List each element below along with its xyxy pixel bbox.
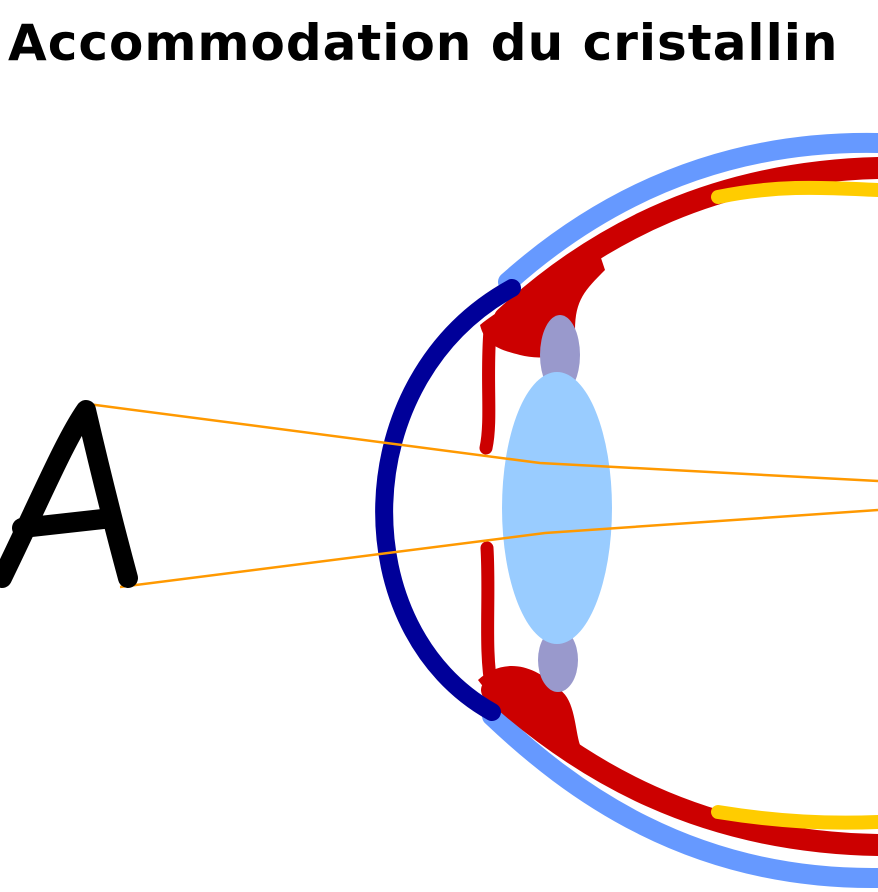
sclera: [482, 132, 878, 889]
crystalline-lens: [502, 372, 612, 644]
diagram-title: Accommodation du cristallin: [8, 14, 838, 72]
object-letter-a: [0, 400, 138, 588]
ray-top: [87, 402, 878, 483]
retina: [711, 180, 878, 830]
light-rays: [87, 402, 878, 589]
iris: [479, 323, 499, 697]
cornea: [375, 279, 521, 721]
ray-bottom: [119, 508, 878, 589]
